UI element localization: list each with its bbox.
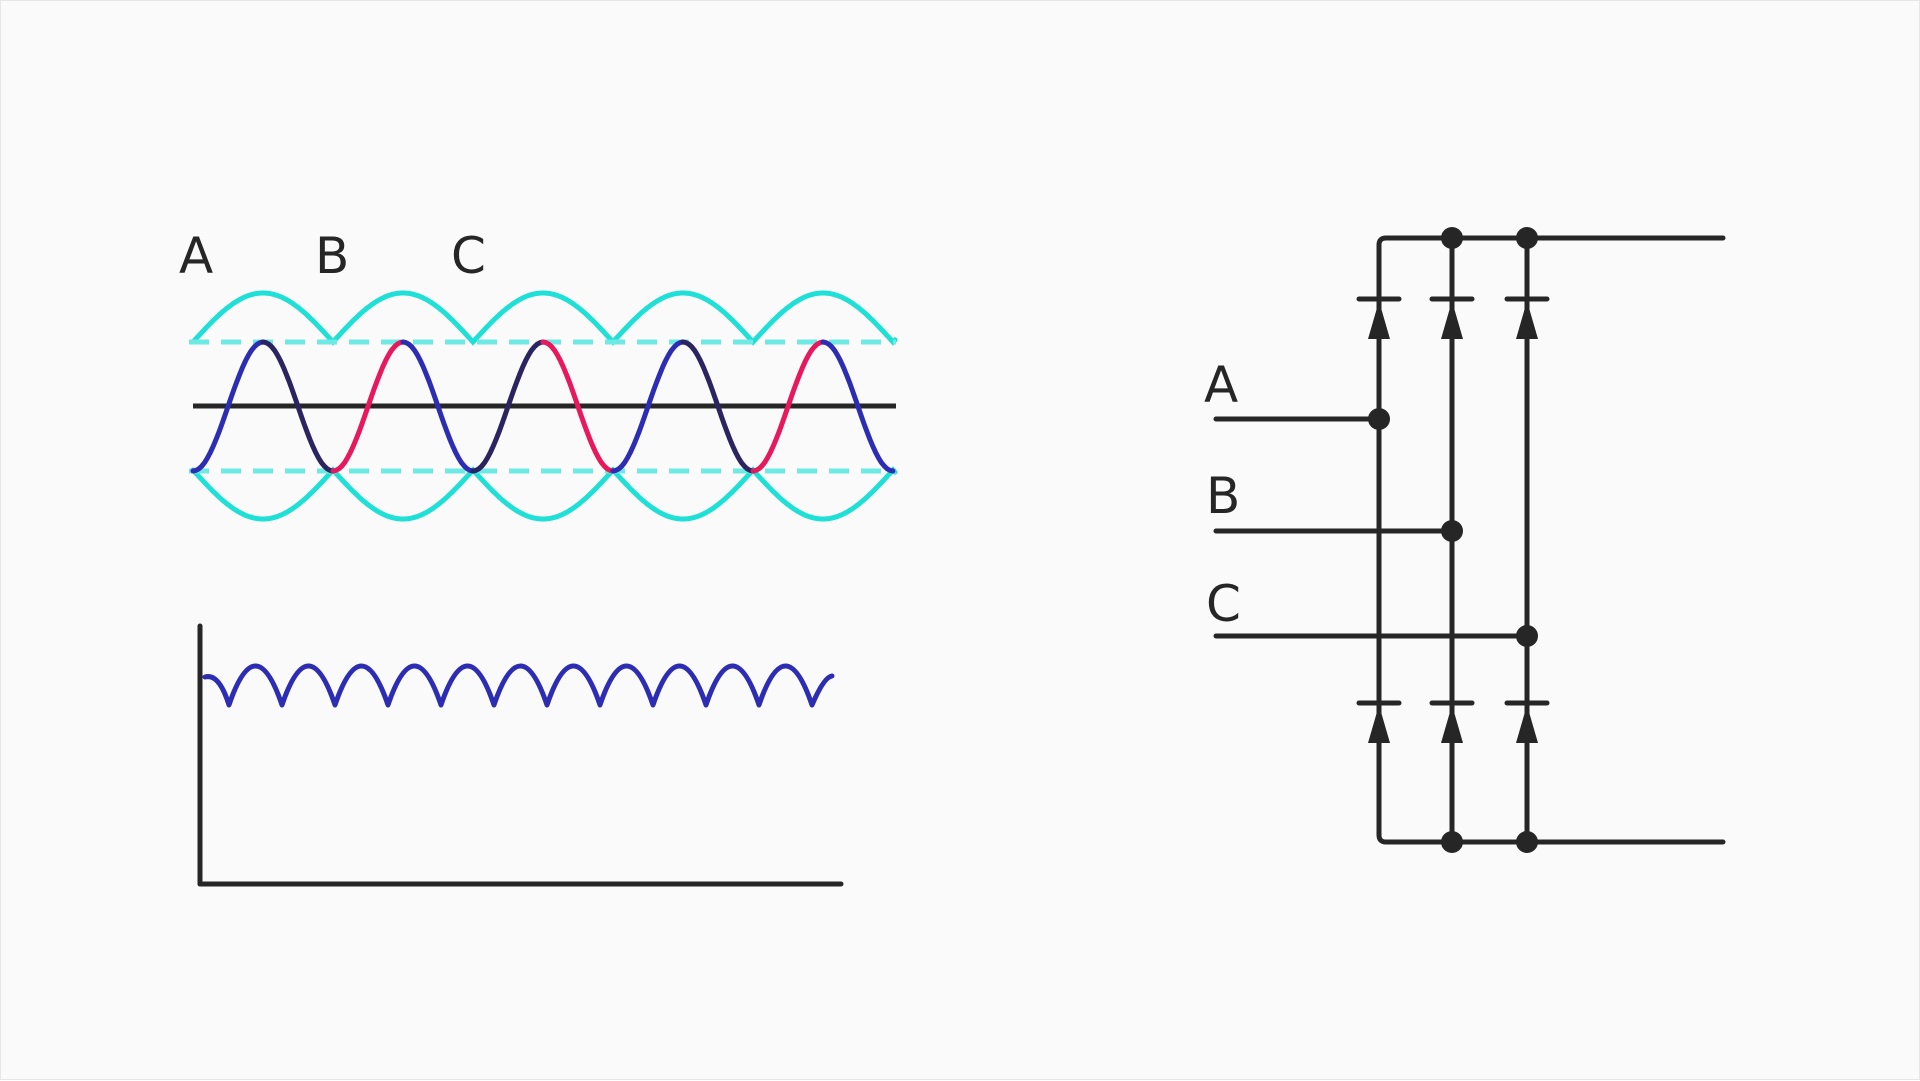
phase-label-a: A	[179, 227, 213, 285]
junction-dot	[1516, 625, 1538, 647]
rectified-segment	[750, 339, 826, 474]
phase-label-c: C	[451, 227, 486, 285]
rectified-segment	[330, 339, 406, 474]
junction-dot	[1441, 227, 1463, 249]
rectified-segment	[540, 339, 616, 474]
junction-dot	[1368, 408, 1390, 430]
diode-triangle	[1441, 705, 1463, 743]
diode-triangle	[1516, 301, 1538, 339]
junction-dot	[1516, 831, 1538, 853]
rectified-segments	[190, 339, 896, 474]
rectified-segment	[470, 339, 546, 474]
diode-triangle	[1368, 301, 1390, 339]
diode-group	[1356, 296, 1550, 743]
junction-dot	[1441, 520, 1463, 542]
junction-nodes	[1368, 227, 1538, 853]
input-label-b: B	[1206, 467, 1240, 525]
diode-triangle	[1441, 301, 1463, 339]
input-label-a: A	[1204, 356, 1238, 414]
upper-envelope	[190, 290, 898, 346]
diode-triangle	[1516, 705, 1538, 743]
rectified-segment	[820, 339, 896, 474]
phase-label-b: B	[315, 227, 349, 285]
rectified-segment	[190, 339, 266, 474]
junction-dot	[1441, 831, 1463, 853]
positive-rail	[1376, 235, 1726, 304]
diode-triangle	[1368, 705, 1390, 743]
lower-envelope	[190, 466, 898, 522]
output-ripple-waveform	[202, 663, 835, 708]
three-phase-waveform: A B C	[179, 227, 898, 522]
rectified-segment	[260, 339, 336, 474]
circuit-input-labels: A B C	[1204, 356, 1241, 633]
junction-dot	[1516, 227, 1538, 249]
rectified-segment	[680, 339, 756, 474]
rectified-segment	[610, 339, 686, 474]
negative-rail	[1376, 778, 1726, 845]
input-label-c: C	[1206, 575, 1241, 633]
output-ripple-plot	[197, 623, 844, 887]
bridge-rectifier-circuit	[1213, 235, 1726, 845]
rectified-segment	[400, 339, 476, 474]
